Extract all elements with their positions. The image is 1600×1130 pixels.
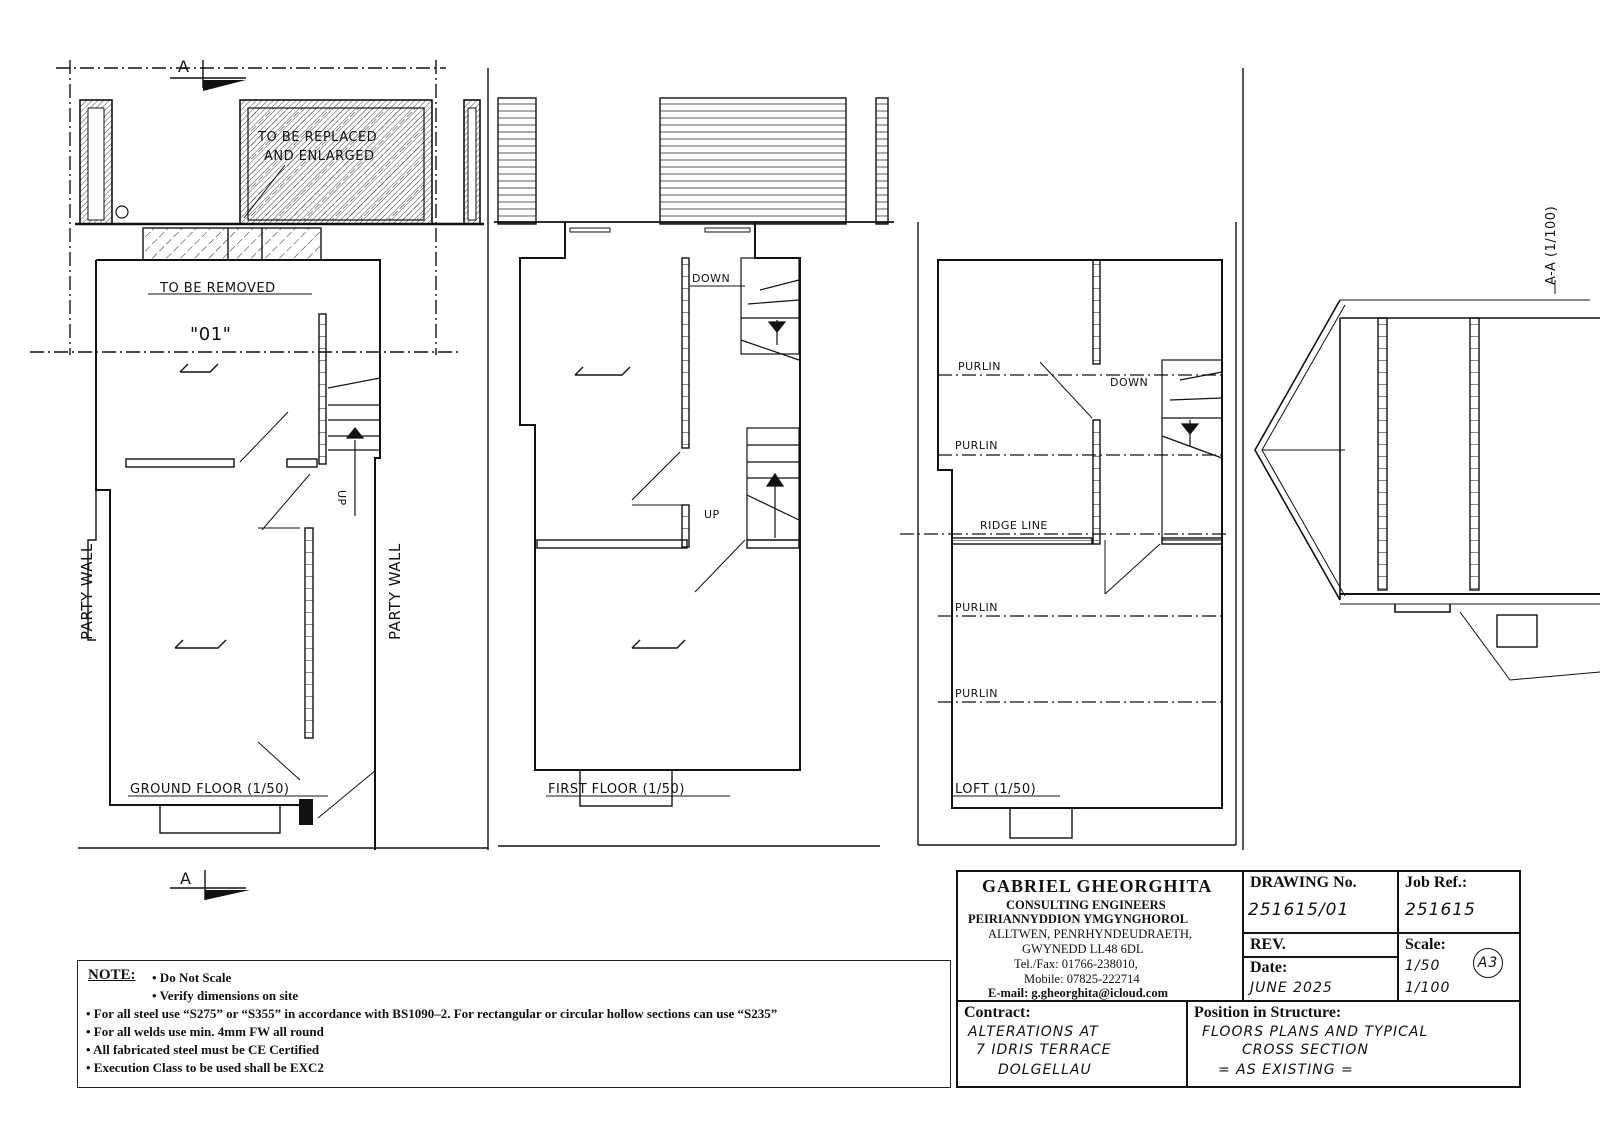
down-label-first: DOWN — [692, 272, 730, 285]
loft-title: LOFT (1/50) — [955, 782, 1036, 797]
room-label-01: "01" — [190, 324, 231, 345]
email: E-mail: g.gheorghita@icloud.com — [988, 986, 1169, 1000]
section-a-a — [1254, 280, 1600, 681]
note-item-3: • For all steel use “S275” or “S355” in … — [86, 1006, 778, 1021]
loft-down-label: DOWN — [1110, 376, 1148, 389]
first-floor-title: FIRST FLOOR (1/50) — [548, 782, 685, 797]
loft-labels: PURLIN DOWN PURLIN RIDGE LINE PURLIN PUR… — [953, 360, 1148, 797]
svg-text:A: A — [180, 869, 191, 888]
contract-panel: Contract: ALTERATIONS AT 7 IDRIS TERRACE… — [956, 1000, 1188, 1088]
contract-line-2: 7 IDRIS TERRACE — [976, 1042, 1112, 1058]
position-label: Position in Structure: — [1194, 1004, 1342, 1021]
svg-text:A: A — [178, 57, 189, 76]
purlin-label-2: PURLIN — [955, 439, 998, 452]
address-line-2: GWYNEDD LL48 6DL — [1022, 942, 1144, 956]
ridge-line-label: RIDGE LINE — [980, 519, 1048, 532]
address-line-1: ALLTWEN, PENRHYNDEUDRAETH, — [988, 927, 1193, 941]
purlin-label-3: PURLIN — [955, 601, 998, 614]
job-ref-panel: Job Ref.: 251615 — [1397, 870, 1521, 934]
date-label: Date: — [1250, 959, 1288, 976]
job-ref-label: Job Ref.: — [1405, 874, 1468, 891]
replace-note-1: TO BE REPLACED — [257, 130, 377, 145]
section-marker-top: A — [170, 57, 246, 91]
scale-value-1: 1/50 — [1405, 958, 1441, 974]
note-item-1: • Do Not Scale — [152, 970, 232, 985]
note-item-4: • For all welds use min. 4mm FW all roun… — [86, 1024, 324, 1039]
note-item-2: • Verify dimensions on site — [152, 988, 299, 1003]
ground-floor-title: GROUND FLOOR (1/50) — [130, 782, 289, 797]
first-floor-plan — [494, 97, 894, 847]
remove-note: TO BE REMOVED — [159, 281, 276, 296]
purlin-label-1: PURLIN — [958, 360, 1001, 373]
drawing-no-label: DRAWING No. — [1250, 874, 1357, 891]
scale-value-2: 1/100 — [1405, 980, 1451, 996]
up-label-first: UP — [704, 508, 720, 521]
contract-line-1: ALTERATIONS AT — [968, 1024, 1099, 1040]
drawing-no: 251615/01 — [1248, 900, 1350, 920]
firm-panel: GABRIEL GHEORGHITA CONSULTING ENGINEERS … — [956, 870, 1244, 1002]
party-wall-right: PARTY WALL — [386, 543, 404, 640]
notes-title: NOTE: — [88, 967, 136, 983]
position-line-2: CROSS SECTION — [1242, 1042, 1369, 1058]
rev-label: REV. — [1250, 936, 1286, 953]
replace-note-2: AND ENLARGED — [264, 149, 374, 164]
phone: Tel./Fax: 01766-238010, — [1014, 957, 1138, 971]
ground-floor-plan — [30, 60, 488, 850]
date-value: JUNE 2025 — [1250, 980, 1333, 996]
loft-plan — [900, 222, 1237, 846]
ground-floor-labels: TO BE REPLACED AND ENLARGED TO BE REMOVE… — [78, 57, 404, 900]
drawing-no-panel: DRAWING No. 251615/01 — [1242, 870, 1399, 934]
position-line-1: FLOORS PLANS AND TYPICAL — [1202, 1024, 1429, 1040]
mobile: Mobile: 07825-222714 — [1024, 972, 1140, 986]
contract-line-3: DOLGELLAU — [998, 1062, 1092, 1078]
party-wall-left: PARTY WALL — [78, 543, 96, 640]
scale-panel: Scale: 1/50 1/100 A3 — [1397, 932, 1521, 1002]
position-line-3: = AS EXISTING = — [1218, 1062, 1354, 1078]
firm-name: GABRIEL GHEORGHITA — [982, 876, 1213, 896]
job-ref: 251615 — [1405, 900, 1476, 920]
date-panel: Date: JUNE 2025 — [1242, 956, 1399, 1002]
up-label-ground: UP — [335, 490, 348, 506]
sheet-dividers — [487, 68, 1244, 850]
position-panel: Position in Structure: FLOORS PLANS AND … — [1186, 1000, 1521, 1088]
rev-panel: REV. — [1242, 932, 1399, 958]
scale-label: Scale: — [1405, 936, 1446, 953]
section-marker-bottom: A — [170, 869, 250, 900]
sheet-size-badge: A3 — [1473, 948, 1503, 978]
note-item-6: • Execution Class to be used shall be EX… — [86, 1060, 324, 1075]
note-item-5: • All fabricated steel must be CE Certif… — [86, 1042, 320, 1057]
notes-box: NOTE: • Do Not Scale • Verify dimensions… — [77, 960, 951, 1088]
firm-line-2: PEIRIANNYDDION YMGYNGHOROL — [968, 912, 1189, 926]
first-floor-labels: DOWN UP FIRST FLOOR (1/50) — [546, 272, 745, 797]
section-title: A-A (1/100) — [1544, 206, 1559, 285]
contract-label: Contract: — [964, 1004, 1031, 1021]
purlin-label-4: PURLIN — [955, 687, 998, 700]
firm-line-1: CONSULTING ENGINEERS — [1006, 898, 1166, 912]
